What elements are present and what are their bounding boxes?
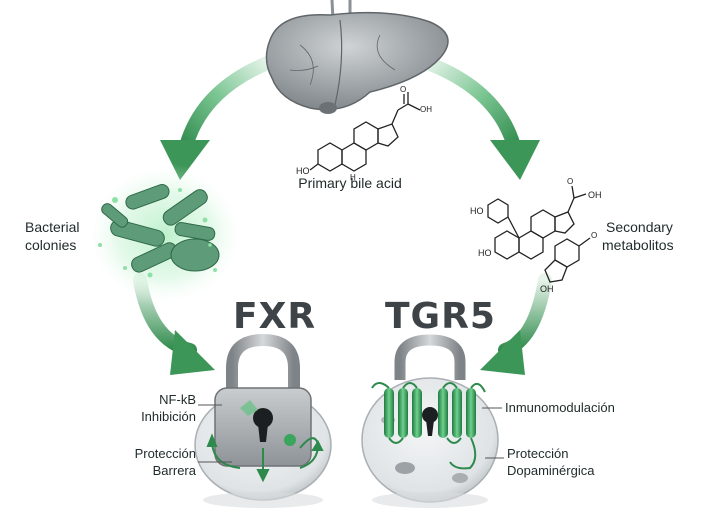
chem-h-primary: H (350, 173, 356, 182)
primary-bile-acid-label: Primary bile acid (298, 175, 402, 191)
inmunomodulacion-label: Inmunomodulación (505, 400, 615, 415)
bacterial-label-line2: colonies (25, 237, 77, 253)
chem-o-secondary-1: O (567, 177, 573, 186)
barrera-label-line2: Barrera (152, 463, 196, 478)
secondary-molecule-icon (487, 185, 591, 283)
chem-ho-secondary-2: HO (478, 248, 492, 258)
secondary-label-line1: Secondary (606, 219, 673, 235)
nfkb-label-line2: Inhibición (141, 409, 196, 424)
chem-oh-secondary-1: OH (588, 190, 602, 200)
leader-lines (198, 404, 504, 463)
fxr-title: FXR (233, 296, 317, 337)
fxr-padlock-icon (214, 333, 312, 467)
tgr5-cell-icon (361, 377, 499, 508)
liver-icon (265, 0, 449, 114)
chem-o-secondary-2: O (591, 231, 597, 240)
dopaminergica-label-line2: Dopaminérgica (507, 463, 595, 478)
arrow-liver-to-bacteria (160, 55, 277, 180)
chem-oh-secondary-2: OH (540, 284, 554, 294)
nfkb-label-line1: NF-kB (159, 392, 196, 407)
chem-ho-secondary-1: HO (470, 206, 484, 216)
tgr5-title: TGR5 (385, 296, 496, 337)
arrow-liver-to-secondary (418, 55, 540, 180)
chem-ho-primary: HO (296, 166, 310, 176)
secondary-label-line2: metabolitos (602, 237, 674, 253)
chem-o-primary: O (400, 85, 406, 94)
dopaminergica-label-line1: Protección (507, 446, 569, 461)
barrera-label-line1: Protección (134, 446, 196, 461)
chem-oh-primary: OH (420, 105, 432, 114)
bacterial-label-line1: Bacterial (25, 219, 80, 235)
arrow-secondary-to-tgr5 (480, 273, 552, 375)
primary-molecule-icon (309, 92, 421, 172)
receptor-icon (371, 382, 486, 470)
bacteria-icon (85, 163, 245, 307)
tgr5-padlock-shackle-icon (394, 334, 466, 380)
fxr-pathway-arrows (206, 433, 324, 483)
